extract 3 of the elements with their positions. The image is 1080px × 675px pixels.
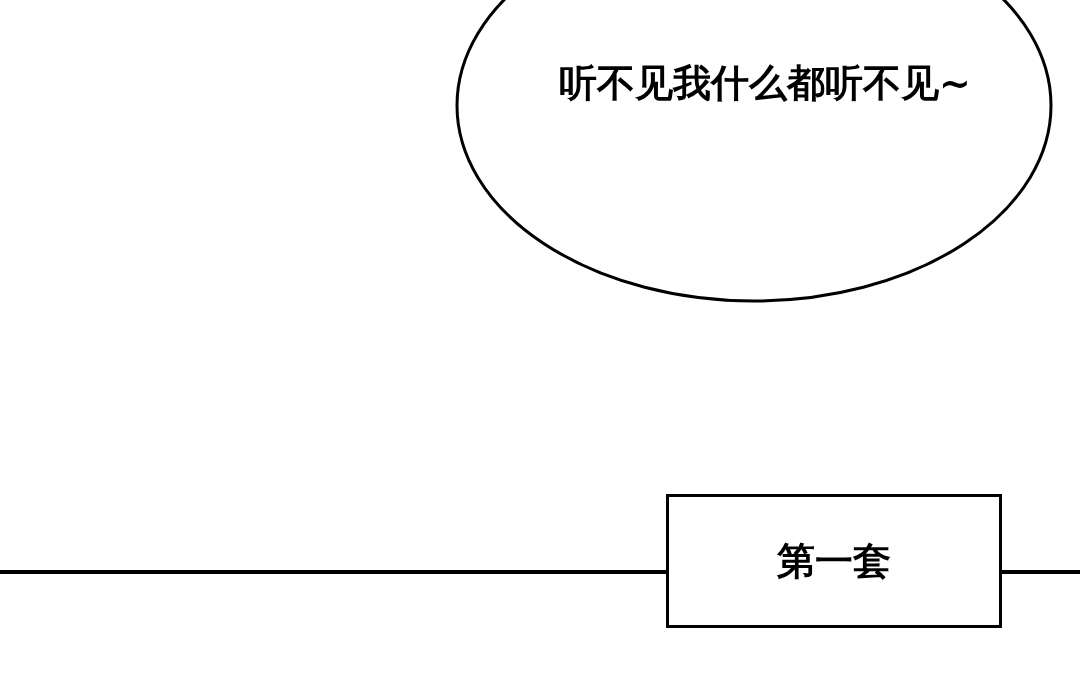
caption-text: 第一套 (777, 537, 891, 585)
caption-box (666, 494, 1002, 628)
caption-text: 听不见我什么都听不见~ (558, 60, 972, 107)
